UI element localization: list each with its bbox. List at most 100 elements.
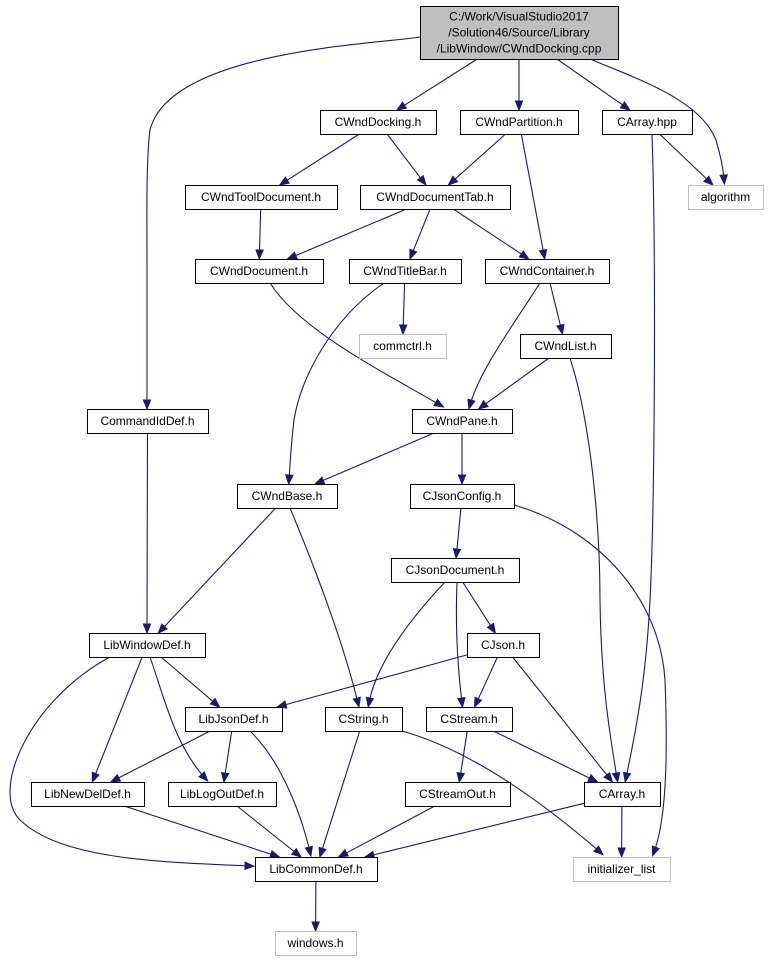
node-libcommondef[interactable]: LibCommonDef.h: [255, 857, 378, 882]
arrowhead: [198, 771, 209, 783]
node-cstream[interactable]: CStream.h: [426, 707, 513, 732]
node-commandiddef[interactable]: CommandIdDef.h: [87, 409, 209, 434]
edge-line: [589, 58, 725, 181]
edge-line: [146, 36, 421, 405]
edge-line: [284, 654, 468, 706]
node-cwndlist[interactable]: CWndList.h: [520, 334, 612, 359]
arrowhead: [352, 696, 361, 709]
node-cwndpartition[interactable]: CWndPartition.h: [460, 110, 579, 135]
node-libnewdeldef[interactable]: LibNewDelDef.h: [31, 782, 145, 807]
arrowhead: [286, 251, 298, 260]
node-carray_h[interactable]: CArray.h: [584, 782, 661, 807]
node-libwindowdef[interactable]: LibWindowDef.h: [89, 633, 206, 658]
edge-line: [401, 730, 601, 853]
node-cstreamout[interactable]: CStreamOut.h: [405, 782, 511, 807]
node-cstring[interactable]: CString.h: [325, 707, 403, 732]
node-cwndcontainer[interactable]: CWndContainer.h: [485, 259, 610, 284]
edge-cwndtitlebar-to-commctrl: [398, 282, 408, 336]
node-box: [688, 185, 764, 210]
edge-line: [455, 581, 463, 704]
edge-cwndpartition-to-cwnddocumenttab: [447, 133, 506, 186]
nodes: C:/Work/VisualStudio2017/Solution46/Sour…: [31, 6, 764, 956]
node-cwnddocument[interactable]: CWndDocument.h: [195, 259, 324, 284]
arrowhead: [284, 474, 294, 486]
edge-line: [549, 282, 562, 327]
arrowhead: [622, 771, 632, 784]
node-box: [520, 334, 612, 359]
arrowhead: [255, 249, 264, 261]
node-label: CStreamOut.h: [419, 787, 496, 801]
arrowhead: [365, 696, 375, 709]
arrowhead: [409, 248, 418, 261]
arrowhead: [157, 623, 168, 634]
edge-cwndlist-to-carray_h: [569, 357, 621, 784]
arrowhead: [538, 248, 548, 261]
edge-libwindowdef-to-libcommondef: [9, 656, 256, 871]
edge-libwindowdef-to-libnewdeldef: [91, 656, 143, 784]
node-label: LibNewDelDef.h: [44, 787, 131, 801]
node-label: CWndToolDocument.h: [201, 190, 321, 204]
edge-line: [569, 357, 618, 779]
node-label: LibCommonDef.h: [269, 862, 362, 876]
arrowhead: [452, 548, 462, 560]
arrowhead: [486, 622, 497, 635]
arrowhead: [416, 174, 427, 187]
node-label: CWndDocument.h: [210, 264, 308, 278]
node-label: algorithm: [701, 190, 750, 204]
node-label: C:/Work/VisualStudio2017: [449, 10, 589, 24]
node-box: [185, 707, 283, 732]
edge-carray_hpp-to-carray_h: [622, 133, 656, 784]
edge-line: [163, 507, 277, 628]
edge-cjsonconfig-to-cjsondocument: [452, 507, 462, 560]
node-cwndtooldocument[interactable]: CWndToolDocument.h: [185, 185, 338, 210]
edge-cjsondocument-to-cjson: [462, 581, 497, 635]
node-label: CArray.h: [599, 787, 645, 801]
arrowhead: [603, 771, 614, 784]
node-algorithm: algorithm: [688, 185, 764, 210]
node-cjson[interactable]: CJson.h: [467, 633, 540, 658]
edge-commandiddef-to-libwindowdef: [142, 432, 152, 635]
edge-line: [160, 656, 214, 703]
node-initializer_list: initializer_list: [573, 857, 671, 882]
node-windows: windows.h: [275, 931, 357, 956]
node-cwndbase[interactable]: CWndBase.h: [237, 484, 338, 509]
node-box: [168, 782, 277, 807]
arrowhead: [337, 848, 350, 858]
node-carray_hpp[interactable]: CArray.hpp: [602, 110, 693, 135]
arrowhead: [142, 623, 152, 635]
node-cwnddocking[interactable]: CWndDocking.h: [320, 110, 437, 135]
edge-cwnddocking-to-cwndtooldocument: [278, 133, 360, 186]
edge-line: [403, 58, 478, 107]
edge-libwindowdef-to-libjsondef: [160, 656, 221, 708]
node-box: [410, 484, 515, 509]
edge-cwnddocking-to-cwnddocumenttab: [386, 133, 427, 187]
node-label: CommandIdDef.h: [100, 414, 194, 428]
arrowhead: [703, 175, 714, 186]
node-box: [325, 707, 403, 732]
edge-line: [372, 802, 585, 856]
node-cwnddocumenttab[interactable]: CWndDocumentTab.h: [360, 185, 511, 210]
arrowhead: [456, 772, 466, 784]
edge-cwndbase-to-cstring: [289, 507, 361, 709]
edge-line: [321, 730, 361, 850]
edge-line: [258, 208, 262, 252]
arrowhead: [209, 697, 221, 708]
node-cwndtitlebar[interactable]: CWndTitleBar.h: [349, 259, 462, 284]
node-box: [237, 484, 338, 509]
node-cwndpane[interactable]: CWndPane.h: [412, 409, 513, 434]
node-box: [391, 558, 520, 583]
edge-libwindowdef-to-liblogoutdef: [149, 656, 209, 783]
node-libjsondef[interactable]: LibJsonDef.h: [185, 707, 283, 732]
arrowhead: [619, 101, 631, 111]
edge-libcommondef-to-windows: [311, 880, 320, 933]
node-liblogoutdef[interactable]: LibLogOutDef.h: [168, 782, 277, 807]
edge-line: [345, 805, 436, 854]
node-cjsondocument[interactable]: CJsonDocument.h: [391, 558, 520, 583]
node-cjsonconfig[interactable]: CJsonConfig.h: [410, 484, 515, 509]
edge-line: [556, 58, 624, 106]
node-root[interactable]: C:/Work/VisualStudio2017/Solution46/Sour…: [420, 6, 619, 60]
arrowhead: [311, 921, 320, 933]
arrowhead: [91, 771, 100, 784]
node-box: [195, 259, 324, 284]
edge-line: [94, 656, 143, 775]
